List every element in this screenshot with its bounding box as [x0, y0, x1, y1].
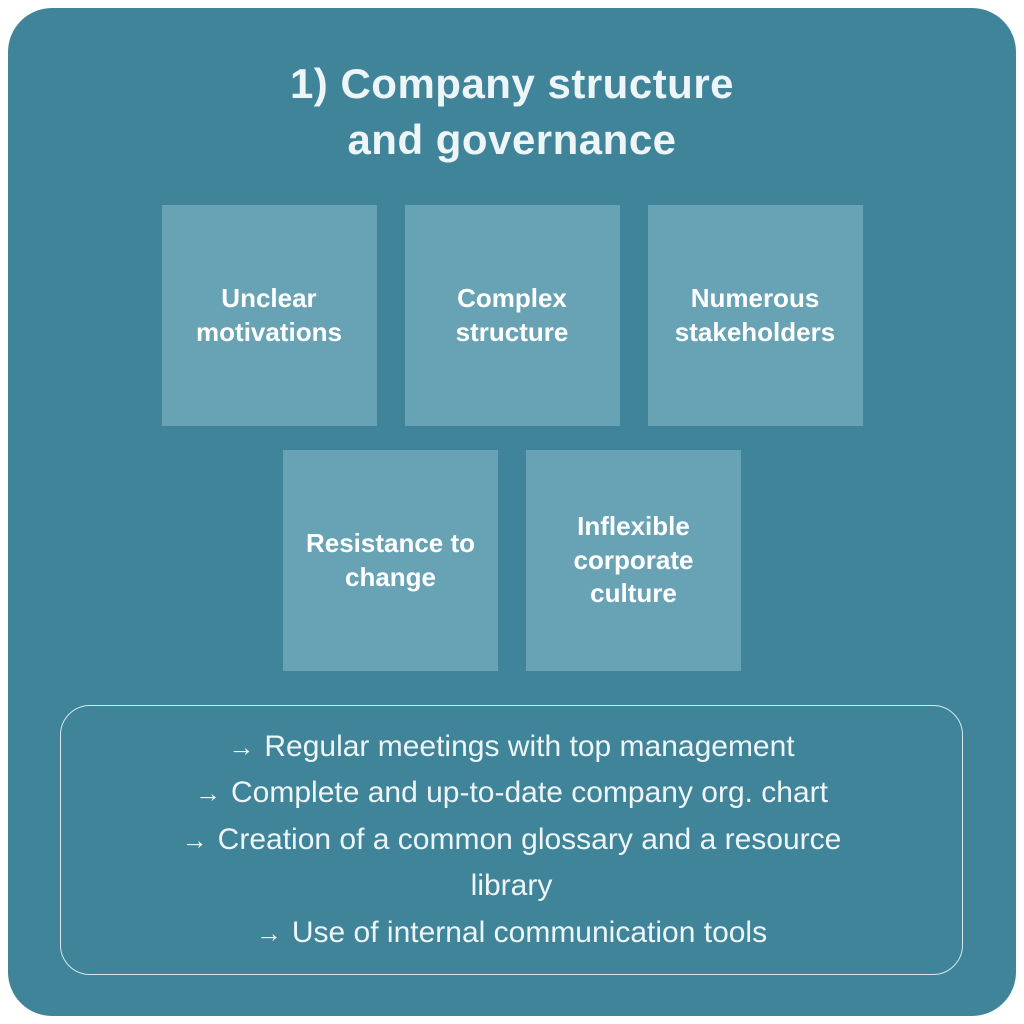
solution-item: → Regular meetings with top management: [141, 724, 882, 771]
solutions-box: → Regular meetings with top management → C…: [60, 705, 963, 975]
arrow-icon: →: [255, 917, 282, 948]
solution-item: → Creation of a common glossary and a res…: [141, 817, 882, 910]
page-title-line1: 1) Company structure: [289, 60, 735, 107]
solution-text: Creation of a common glossary and a reso…: [217, 822, 842, 903]
page-title: 1) Company structure and governance: [8, 56, 1016, 168]
arrow-icon: →: [181, 824, 208, 855]
challenges-row-2: Resistance to change Inflexible corporat…: [8, 450, 1016, 671]
challenge-box-inflexible-corporate-culture: Inflexible corporate culture: [526, 450, 741, 671]
page-title-line2: and governance: [347, 115, 677, 163]
challenge-label: Unclear motivations: [196, 282, 342, 347]
solution-text: Regular meetings with top management: [264, 729, 795, 763]
challenge-box-resistance-to-change: Resistance to change: [283, 450, 498, 671]
solution-item: → Complete and up-to-date company org. ch…: [141, 770, 882, 817]
challenge-box-unclear-motivations: Unclear motivations: [161, 205, 377, 426]
solution-text: Use of internal communication tools: [291, 915, 768, 949]
main-panel: 1) Company structure and governance Uncl…: [8, 8, 1016, 1016]
challenge-box-complex-structure: Complex structure: [404, 205, 620, 426]
arrow-icon: →: [195, 778, 221, 809]
challenge-box-numerous-stakeholders: Numerous stakeholders: [647, 205, 863, 426]
challenge-label: Inflexible corporate culture: [573, 510, 694, 609]
solution-text: Complete and up-to-date company org. cha…: [231, 776, 828, 810]
arrow-icon: →: [228, 731, 255, 762]
challenge-label: Resistance to change: [305, 527, 476, 592]
challenge-label: Complex structure: [455, 282, 569, 347]
solution-item: → Use of internal communication tools: [141, 910, 882, 957]
challenge-label: Numerous stakeholders: [674, 282, 836, 347]
challenges-row-1: Unclear motivations Complex structure Nu…: [8, 205, 1016, 426]
